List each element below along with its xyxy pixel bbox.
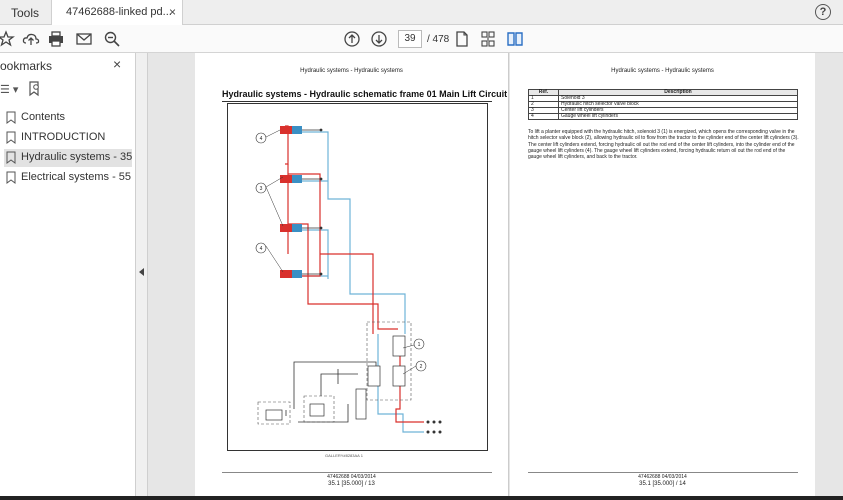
footer-rule (528, 472, 798, 473)
schematic-id: GALLERY#8283AA 1 (325, 453, 363, 458)
bookmark-icon (6, 171, 16, 184)
table-row: 4 Gauge wheel lift cylinders (528, 113, 798, 120)
schematic-title: Hydraulic systems - Hydraulic schematic … (222, 89, 507, 102)
bookmark-hydraulic-systems[interactable]: Hydraulic systems - 35 (4, 149, 132, 167)
email-icon[interactable] (74, 29, 94, 49)
footer-page: 35.1 [35.000] / 13 (328, 481, 375, 487)
bookmark-label: Electrical systems - 55 (21, 171, 132, 183)
bookmark-electrical-systems[interactable]: Electrical systems - 55 (4, 169, 132, 187)
running-head: Hydraulic systems - Hydraulic systems (300, 68, 403, 74)
bookmark-label: INTRODUCTION (21, 131, 106, 143)
page-total: / 478 (427, 34, 450, 45)
bookmark-contents[interactable]: Contents (4, 109, 132, 127)
footer-code: 47462688 04/03/2014 (327, 474, 376, 480)
bookmark-introduction[interactable]: INTRODUCTION (4, 129, 132, 147)
close-tab-icon[interactable]: × (168, 5, 176, 19)
footer-page: 35.1 [35.000] / 14 (639, 481, 686, 487)
panel-splitter[interactable] (136, 53, 148, 500)
bookmarks-panel: ookmarks × ☰ ▾ Contents INTRODUCTION Hyd… (0, 53, 136, 500)
page-down-icon[interactable] (369, 29, 389, 49)
bookmark-icon (6, 151, 16, 164)
zoom-out-icon[interactable] (102, 29, 122, 49)
bookmark-icon (6, 111, 16, 124)
callout-label: 1 (418, 342, 421, 348)
print-icon[interactable] (46, 29, 66, 49)
bookmark-search-icon[interactable] (28, 81, 42, 102)
reference-table: Ref. Description 1 Solenoid 3 2 Hydrauli… (528, 89, 798, 120)
star-icon[interactable] (0, 29, 16, 49)
collapse-arrow-icon[interactable] (139, 268, 144, 276)
table-cell: Gauge wheel lift cylinders (558, 113, 798, 120)
tab-strip: Tools 47462688-linked pd... × ? (0, 0, 843, 25)
toolbar: 39 / 478 (0, 25, 843, 53)
bookmark-label: Hydraulic systems - 35 (21, 151, 133, 163)
bookmarks-title: ookmarks (0, 59, 53, 73)
bookmark-options-icon[interactable]: ☰ ▾ (0, 84, 19, 96)
two-page-icon[interactable] (505, 29, 525, 49)
tools-tab[interactable]: Tools (11, 6, 40, 20)
table-cell: 4 (528, 113, 559, 120)
page-up-icon[interactable] (342, 29, 362, 49)
callout-label: 3 (260, 186, 263, 192)
description-paragraph: To lift a planter equipped with the hydr… (528, 129, 799, 161)
bookmark-label: Contents (21, 111, 66, 123)
cloud-upload-icon[interactable] (21, 29, 41, 49)
hydraulic-schematic: 4 3 4 1 2 (227, 103, 488, 451)
page-number-input[interactable]: 39 (398, 30, 422, 48)
callout-label: 2 (420, 364, 423, 370)
document-tab-name: 47462688-linked pd... (66, 6, 172, 18)
bookmark-icon (6, 131, 16, 144)
page-13: Hydraulic systems - Hydraulic systems Hy… (195, 53, 509, 500)
close-panel-icon[interactable]: × (113, 56, 122, 72)
running-head: Hydraulic systems - Hydraulic systems (611, 68, 714, 74)
page-14: Hydraulic systems - Hydraulic systems Re… (510, 53, 815, 500)
document-tab[interactable]: 47462688-linked pd... × (51, 0, 183, 25)
footer-rule (222, 472, 492, 473)
help-icon[interactable]: ? (815, 4, 831, 20)
single-page-icon[interactable] (452, 29, 472, 49)
scroll-mode-icon[interactable] (478, 29, 498, 49)
callout-label: 4 (260, 246, 263, 252)
footer-code: 47462688 04/03/2014 (638, 474, 687, 480)
schematic-drawing: 4 3 4 1 2 (255, 125, 442, 434)
taskbar-edge (0, 496, 843, 500)
callout-label: 4 (260, 136, 263, 142)
document-viewport[interactable]: Hydraulic systems - Hydraulic systems Hy… (148, 53, 843, 500)
